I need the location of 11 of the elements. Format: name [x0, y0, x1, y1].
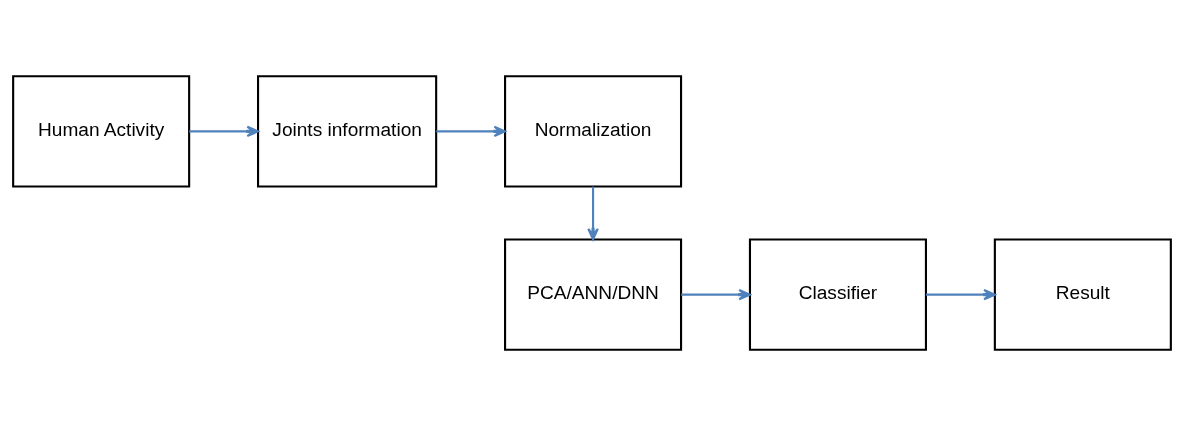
- arrow: [189, 125, 260, 137]
- node-box: Human Activity: [12, 74, 191, 188]
- node-box: PCA/ANN/DNN: [504, 237, 683, 351]
- node-box: Classifier: [748, 237, 927, 351]
- node-box: Result: [993, 237, 1172, 351]
- arrow: [681, 288, 751, 300]
- node-box: Joints information: [257, 74, 438, 188]
- arrow: [926, 288, 996, 300]
- arrow: [436, 125, 507, 137]
- arrow: [587, 186, 599, 240]
- node-box: Normalization: [504, 74, 683, 188]
